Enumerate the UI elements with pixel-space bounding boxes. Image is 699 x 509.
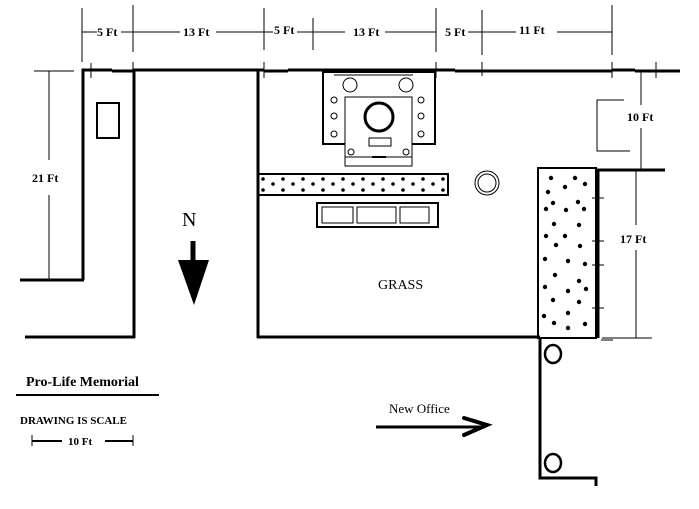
planter-dot (341, 177, 345, 181)
planter-dot (281, 188, 285, 192)
top-dimension-lines (81, 5, 613, 62)
planter-dot (431, 182, 435, 186)
planter-dot (576, 299, 582, 305)
planter-dot (281, 177, 285, 181)
planter-dot (582, 261, 588, 267)
memorial-structure (322, 71, 436, 167)
scale-bar-label: 10 Ft (68, 436, 92, 448)
planter-dot (577, 243, 583, 249)
planter-dot (565, 258, 571, 264)
planter-bed-vertical (537, 167, 597, 339)
planter-dot (381, 188, 385, 192)
planter-dot (441, 188, 445, 192)
planter-dot (261, 188, 265, 192)
dim-right-upper: 10 Ft (627, 110, 653, 124)
dim-top-2: 13 Ft (183, 25, 209, 39)
planter-dot (381, 177, 385, 181)
planter-dot (576, 278, 582, 284)
grass-label: GRASS (378, 278, 423, 293)
planter-dot (371, 182, 375, 186)
dim-top-6: 11 Ft (519, 23, 545, 37)
diagram-title: Pro-Life Memorial (26, 375, 139, 390)
planter-dot (301, 177, 305, 181)
planter-dot (582, 181, 588, 187)
planter-dot (301, 188, 305, 192)
left-dimension-lines (34, 70, 74, 280)
scale-bar (31, 435, 134, 446)
planter-dot (291, 182, 295, 186)
new-office-label: New Office (389, 401, 450, 416)
dim-right-lower: 17 Ft (620, 232, 646, 246)
planter-dot (551, 320, 557, 326)
planter-dot (543, 206, 549, 212)
planter-dot (552, 272, 558, 278)
planter-dot (401, 177, 405, 181)
planter-dot (562, 184, 568, 190)
planter-bed-horizontal (257, 173, 449, 196)
planter-dot (545, 189, 551, 195)
planter-dot (575, 199, 581, 205)
planter-dot (271, 182, 275, 186)
planter-dot (565, 310, 571, 316)
planter-dot (311, 182, 315, 186)
new-office-arrow-icon (376, 416, 493, 437)
planter-dot (551, 221, 557, 227)
office-markers (543, 343, 563, 474)
planter-dot (565, 325, 571, 331)
planter-dot (351, 182, 355, 186)
planter-dot (321, 177, 325, 181)
planter-dot (361, 177, 365, 181)
dim-top-1: 5 Ft (97, 25, 117, 39)
planter-dot (550, 200, 556, 206)
planter-dot (548, 175, 554, 181)
dim-top-4: 13 Ft (353, 25, 379, 39)
bench (316, 202, 439, 228)
planter-dot (542, 256, 548, 262)
planter-dot (563, 207, 569, 213)
left-box (96, 102, 120, 139)
planter-dot (401, 188, 405, 192)
fountain-icon (474, 170, 500, 196)
planter-dot (572, 175, 578, 181)
planter-dot (582, 321, 588, 327)
dim-left: 21 Ft (32, 171, 58, 185)
building-walls (20, 62, 680, 486)
right-dimension-lines (592, 70, 652, 339)
planter-dot (562, 233, 568, 239)
planter-dot (583, 286, 589, 292)
planter-dot (391, 182, 395, 186)
planter-dot (543, 233, 549, 239)
north-arrow-icon (178, 241, 209, 305)
planter-dot (341, 188, 345, 192)
planter-dot (321, 188, 325, 192)
dim-top-3: 5 Ft (274, 23, 294, 37)
planter-dot (576, 222, 582, 228)
planter-dot (553, 242, 559, 248)
planter-dot (542, 284, 548, 290)
planter-dot (581, 206, 587, 212)
planter-dot (411, 182, 415, 186)
planter-dot (331, 182, 335, 186)
planter-dot (565, 288, 571, 294)
planter-dot (421, 188, 425, 192)
north-label: N (182, 209, 196, 231)
planter-dot (550, 297, 556, 303)
planter-dot (541, 313, 547, 319)
scale-note: DRAWING IS SCALE (20, 415, 127, 427)
planter-dot (261, 177, 265, 181)
planter-dot (361, 188, 365, 192)
planter-dot (441, 177, 445, 181)
planter-dot (421, 177, 425, 181)
dim-top-5: 5 Ft (445, 25, 465, 39)
